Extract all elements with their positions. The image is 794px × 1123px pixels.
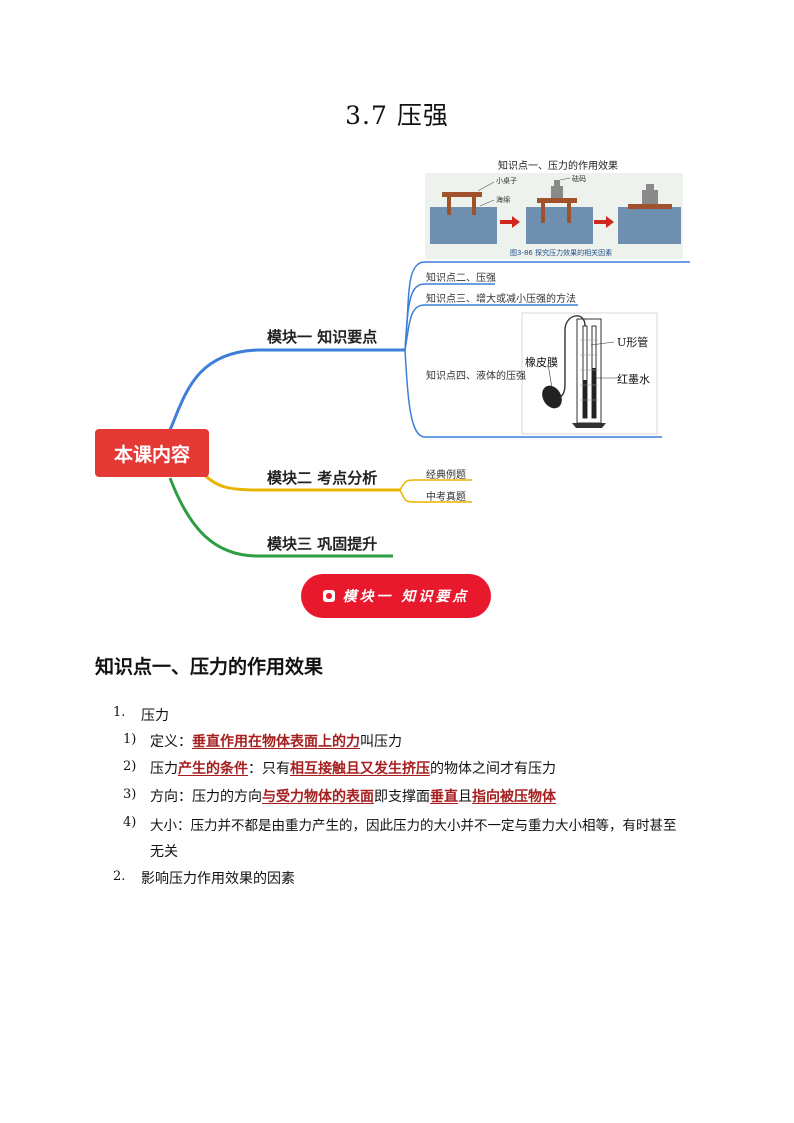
manometer-base xyxy=(572,423,606,428)
branch-module-1 xyxy=(168,348,405,431)
module-2-item-exam: 中考真题 xyxy=(426,492,466,503)
module-1-item-2: 知识点二、压强 xyxy=(426,273,496,284)
sub-list-number: 1) xyxy=(123,732,137,747)
sub-branch-2 xyxy=(404,283,495,351)
list-item-text: 压力 xyxy=(141,708,169,724)
sub-branch-examples xyxy=(399,479,472,491)
arrow-right-icon xyxy=(594,216,614,228)
sub-branch-3 xyxy=(404,304,578,351)
module-icon xyxy=(322,590,335,602)
highlight: 垂直 xyxy=(430,789,458,805)
list-item-text: 影响压力作用效果的因素 xyxy=(141,871,295,887)
module-2-item-examples: 经典例题 xyxy=(426,470,466,481)
module-1-item-3: 知识点三、增大或减小压强的方法 xyxy=(426,294,576,305)
figure2-frame xyxy=(521,312,658,435)
mindmap-center-node: 本课内容 xyxy=(95,429,209,477)
label-membrane: 橡皮膜 xyxy=(525,356,558,369)
sponge-1 xyxy=(430,207,497,244)
stool-3-top xyxy=(628,204,672,209)
figure-u-tube xyxy=(521,312,658,435)
direction-text: 方向：压力的方向与受力物体的表面即支撑面垂直且指向被压物体 xyxy=(150,789,556,805)
leader-line xyxy=(477,181,495,192)
stool-1-leg xyxy=(447,197,451,215)
leader-line xyxy=(479,199,495,207)
definition-text: 定义：垂直作用在物体表面上的力叫压力 xyxy=(150,734,402,750)
module-1-banner-label: 模块一 知识要点 xyxy=(342,589,470,605)
list-number: 1. xyxy=(113,705,126,720)
sub-list-number: 2) xyxy=(123,759,137,774)
stool-1-top xyxy=(442,192,482,197)
sub-list-number: 4) xyxy=(123,815,137,830)
ink-right xyxy=(592,368,596,418)
module-1-item-4: 知识点四、液体的压强 xyxy=(426,371,526,382)
weight-2-knob xyxy=(554,180,560,186)
sponge-2 xyxy=(526,207,593,244)
condition-text: 压力产生的条件：只有相互接触且又发生挤压的物体之间才有压力 xyxy=(150,761,556,777)
highlight: 相互接触且又发生挤压 xyxy=(290,761,430,777)
highlight: 产生的条件 xyxy=(178,761,248,777)
highlight: 指向被压物体 xyxy=(472,789,556,805)
stool-1-leg xyxy=(472,197,476,215)
label-u-tube: U形管 xyxy=(617,336,649,349)
stool-2-top xyxy=(537,198,577,203)
mind-map xyxy=(168,173,690,558)
highlight: 垂直作用在物体表面上的力 xyxy=(192,734,360,750)
magnitude-text: 大小：压力并不都是由重力产生的，因此压力的大小并不一定与重力大小相等，有时甚至 xyxy=(150,818,677,834)
magnitude-text-cont: 无关 xyxy=(150,844,178,860)
ink-left xyxy=(583,380,587,418)
sponge-3 xyxy=(618,207,681,244)
figure1-figure-caption: 图3-86 探究压力效果的相关因素 xyxy=(510,249,613,257)
module-1-label: 模块一 知识要点 xyxy=(267,328,378,346)
sub-branch-exam xyxy=(399,489,472,503)
leader-line xyxy=(559,177,571,181)
list-number: 2. xyxy=(113,869,126,884)
sub-list-number: 3) xyxy=(123,787,137,802)
branch-module-3 xyxy=(168,477,393,558)
label-stool: 小桌子 xyxy=(496,177,517,185)
page-title: 3.7 压强 xyxy=(345,101,449,130)
figure1-caption: 知识点一、压力的作用效果 xyxy=(498,161,618,172)
probe-membrane xyxy=(542,385,562,409)
label-ink: 红墨水 xyxy=(617,373,650,386)
weight-2 xyxy=(551,186,563,198)
figure-pressure-effect xyxy=(425,173,683,259)
sub-branch-4 xyxy=(404,349,662,438)
stool-2-leg xyxy=(567,203,571,223)
module-3-label: 模块三 巩固提升 xyxy=(267,535,378,553)
highlight: 与受力物体的表面 xyxy=(262,789,374,805)
weight-3 xyxy=(642,190,658,204)
label-sponge: 海绵 xyxy=(496,196,510,204)
module-1-banner-button[interactable]: 模块一 知识要点 xyxy=(301,574,491,618)
arrow-right-icon xyxy=(500,216,520,228)
label-weight: 砝码 xyxy=(572,175,586,183)
weight-3-knob xyxy=(646,184,654,190)
module-2-label: 模块二 考点分析 xyxy=(267,469,378,487)
section-heading: 知识点一、压力的作用效果 xyxy=(95,656,324,678)
stool-2-leg xyxy=(541,203,545,223)
